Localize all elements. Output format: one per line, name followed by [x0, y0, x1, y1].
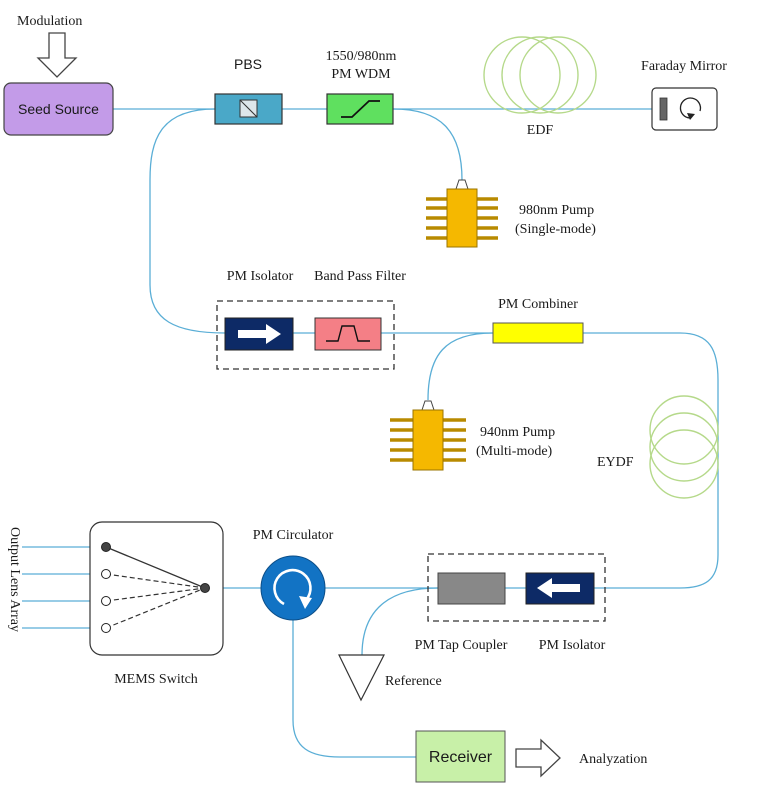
receiver-label: Receiver	[429, 749, 493, 766]
band-pass-filter	[314, 317, 382, 351]
faraday-mirror-box	[651, 87, 718, 131]
eydf-loop-1	[649, 395, 719, 465]
mems-switch-box	[89, 521, 224, 656]
pbs-split-line	[239, 99, 258, 118]
eydf-coil: EYDF	[597, 395, 719, 499]
modulation-arrow-icon	[36, 32, 78, 78]
circulator-rotation-icon	[273, 568, 312, 606]
pm-tap-coupler: PM Tap Coupler	[415, 572, 508, 653]
band-pass-filter-box	[314, 317, 382, 351]
isolator-right-arrow-icon	[238, 324, 281, 344]
receiver: Receiver	[415, 730, 506, 783]
pm-combiner-box	[492, 322, 584, 344]
band-pass-filter-label: Band Pass Filter	[314, 269, 406, 284]
pump980-label-1: 980nm Pump	[519, 203, 594, 218]
wdm-label-2: PM WDM	[331, 67, 391, 82]
reference: Reference	[338, 654, 442, 702]
output-lens-array-label: Output Lens Array	[7, 527, 22, 632]
wdm-label-1: 1550/980nm	[326, 49, 397, 64]
tap-isolator-group-box	[427, 553, 606, 622]
edf-loop-3	[519, 36, 597, 114]
pump940-body	[412, 409, 444, 471]
edf-label: EDF	[527, 123, 554, 138]
pump940-label-1: 940nm Pump	[480, 425, 555, 440]
modulation-label: Modulation	[17, 14, 82, 29]
mems-port-1-active	[101, 542, 111, 552]
pm-combiner: PM Combiner	[492, 297, 584, 344]
fiber-wdm-to-pump980	[392, 108, 463, 181]
reference-label: Reference	[385, 674, 442, 689]
seed-source-box	[3, 82, 114, 136]
fiber-combiner-to-pump940	[427, 332, 494, 401]
mems-port-3	[101, 596, 111, 606]
fiber-tap-to-reference	[361, 587, 439, 656]
mems-switch: MEMS Switch	[89, 521, 224, 687]
seed-source-label: Seed Source	[18, 101, 99, 117]
isolator-left-arrow-icon	[537, 578, 580, 598]
mems-inactive-path-4	[105, 587, 206, 629]
pm-isolator-bottom-box	[525, 572, 595, 605]
pm-isolator-bottom: PM Isolator	[525, 572, 606, 653]
faraday-mirror-label: Faraday Mirror	[641, 59, 727, 74]
pm-wdm: 1550/980nm PM WDM	[326, 49, 397, 125]
seed-source: Seed Source	[3, 82, 114, 136]
pump940-label-2: (Multi-mode)	[476, 444, 553, 459]
pm-isolator-top-label: PM Isolator	[227, 269, 294, 284]
pm-tap-coupler-box	[437, 572, 506, 605]
pbs: PBS	[214, 56, 283, 125]
mems-port-4	[101, 623, 111, 633]
isolator-filter-group-box	[216, 300, 395, 370]
analyzation-arrow-icon	[515, 738, 561, 778]
pbs-label: PBS	[234, 56, 262, 72]
pump980-fiber-pigtail	[455, 179, 469, 190]
pm-tap-coupler-label: PM Tap Coupler	[415, 638, 508, 653]
pm-isolator-top	[224, 317, 294, 351]
faraday-mirror: Faraday Mirror	[641, 59, 727, 131]
pump-940: 940nm Pump (Multi-mode)	[390, 400, 555, 471]
analyzation-label: Analyzation	[579, 752, 647, 767]
mems-port-2	[101, 569, 111, 579]
fiber-pbs-to-isolator	[149, 108, 226, 334]
pump-980: 980nm Pump (Single-mode)	[426, 179, 596, 248]
fiber-circulator-to-receiver	[292, 620, 416, 758]
edf-loop-1	[483, 36, 561, 114]
eydf-loop-3	[649, 429, 719, 499]
circulator-arrowhead-icon	[299, 596, 312, 609]
pm-combiner-label: PM Combiner	[498, 297, 578, 312]
pm-circulator-body	[260, 555, 326, 621]
pm-circulator: PM Circulator	[253, 528, 334, 621]
mems-switch-label: MEMS Switch	[114, 672, 198, 687]
faraday-rotation-arrowhead	[687, 113, 695, 120]
pm-isolator-bottom-label: PM Isolator	[539, 638, 606, 653]
edf-coil: EDF	[483, 36, 597, 138]
edf-loop-2	[501, 36, 579, 114]
eydf-loop-2	[649, 412, 719, 482]
faraday-rotation-icon	[679, 97, 702, 119]
mems-common-port	[200, 583, 210, 593]
pump980-label-2: (Single-mode)	[515, 222, 596, 237]
mirror-plate-icon	[659, 97, 668, 121]
mems-inactive-path-2	[105, 573, 206, 589]
receiver-box	[415, 730, 506, 783]
wdm-edge-filter-icon	[341, 100, 380, 118]
bandpass-shape-icon	[326, 325, 370, 342]
pump940-fiber-pigtail	[421, 400, 435, 411]
mems-active-path	[105, 546, 206, 589]
eydf-label: EYDF	[597, 455, 634, 470]
pbs-box	[214, 93, 283, 125]
reference-detector-icon	[338, 654, 385, 702]
pm-circulator-label: PM Circulator	[253, 528, 334, 543]
pump980-body	[446, 188, 478, 248]
mems-inactive-path-3	[105, 587, 206, 602]
